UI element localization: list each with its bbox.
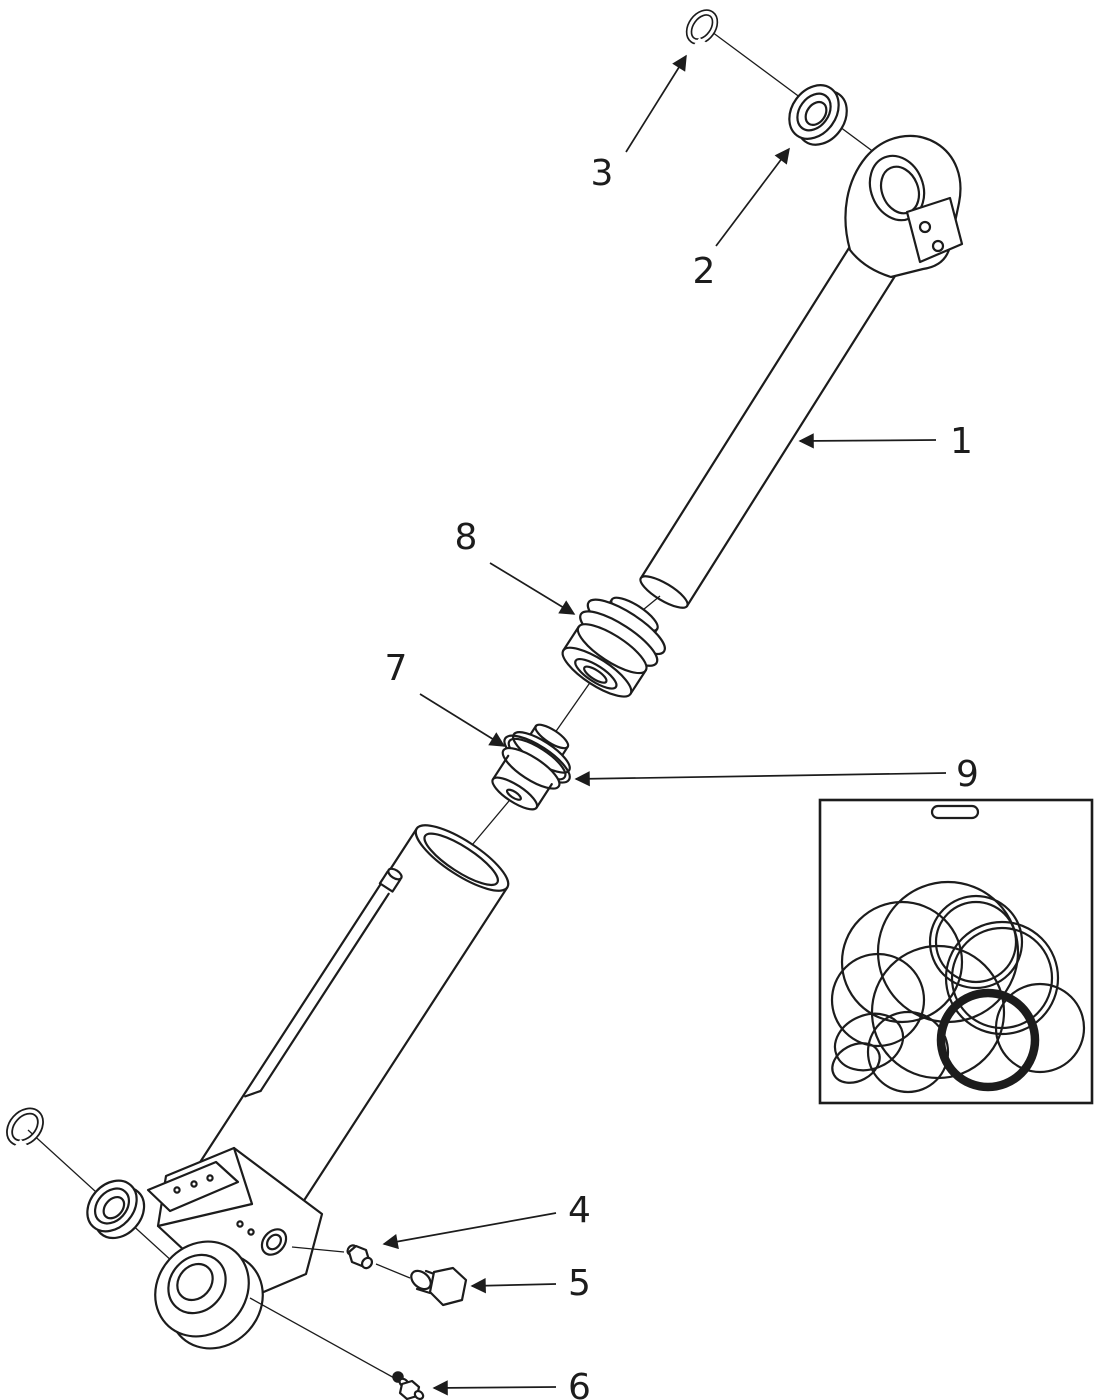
hex-plug	[410, 1266, 468, 1307]
callout-2-arrow	[715, 147, 790, 247]
hang-slot	[930, 804, 980, 820]
port-fitting	[291, 1244, 411, 1279]
callout-4-arrow	[382, 1212, 557, 1250]
snap-ring-top	[685, 9, 719, 52]
cylinder-gland	[561, 596, 666, 698]
clevis-plate-hole	[918, 220, 932, 234]
barrel-opening	[414, 824, 510, 892]
thick-seal-ring	[936, 988, 1040, 1092]
callout-5-label: 5	[568, 1263, 591, 1304]
callout-3-arrow	[625, 54, 687, 153]
callout-3-label: 3	[591, 153, 614, 194]
kit-bag	[818, 798, 1094, 1105]
callout-9-arrow	[574, 771, 947, 787]
piston	[491, 723, 571, 811]
callout-6-label: 6	[568, 1367, 591, 1400]
callout-6-arrow	[432, 1380, 557, 1396]
o-ring-set	[830, 880, 1086, 1094]
snap-ring-gap	[693, 37, 708, 52]
rod-body	[639, 246, 897, 608]
rod-end-face	[639, 575, 689, 609]
callout-7-label: 7	[385, 648, 408, 689]
callout-2-label: 2	[693, 251, 716, 292]
callout-7-arrow	[419, 693, 506, 747]
base-bushing	[86, 1179, 146, 1240]
base-clevis-block	[146, 1146, 324, 1350]
piston-rod	[639, 246, 897, 609]
snap-ring-bottom	[6, 1107, 44, 1155]
plate-hole	[173, 1186, 181, 1194]
callout-5-arrow	[470, 1278, 557, 1294]
rod-end-bushing	[788, 84, 848, 146]
axis-centerline	[466, 794, 515, 852]
callout-8-label: 8	[455, 517, 478, 558]
clevis-plate	[905, 196, 964, 264]
callout-4-label: 4	[568, 1190, 591, 1231]
plate-hole	[190, 1180, 198, 1188]
snap-ring-gap	[13, 1139, 29, 1155]
callout-9-label: 9	[956, 754, 979, 795]
eye-bore	[176, 1262, 214, 1302]
side-pipe	[259, 892, 390, 1093]
seal-kit-package	[818, 798, 1094, 1105]
rod-clevis-head	[844, 134, 964, 279]
clevis-plate-hole	[931, 239, 945, 253]
plate-hole	[206, 1174, 214, 1182]
block-hole	[247, 1228, 255, 1236]
port-hole	[260, 1228, 288, 1256]
callout-8-arrow	[489, 562, 576, 615]
block-hole	[236, 1220, 244, 1228]
grease-fitting	[392, 1371, 425, 1400]
callout-1-arrow	[798, 433, 937, 449]
grease-axis-centerline	[249, 1297, 397, 1380]
axis-centerline	[551, 673, 597, 738]
callout-1-label: 1	[950, 421, 973, 462]
